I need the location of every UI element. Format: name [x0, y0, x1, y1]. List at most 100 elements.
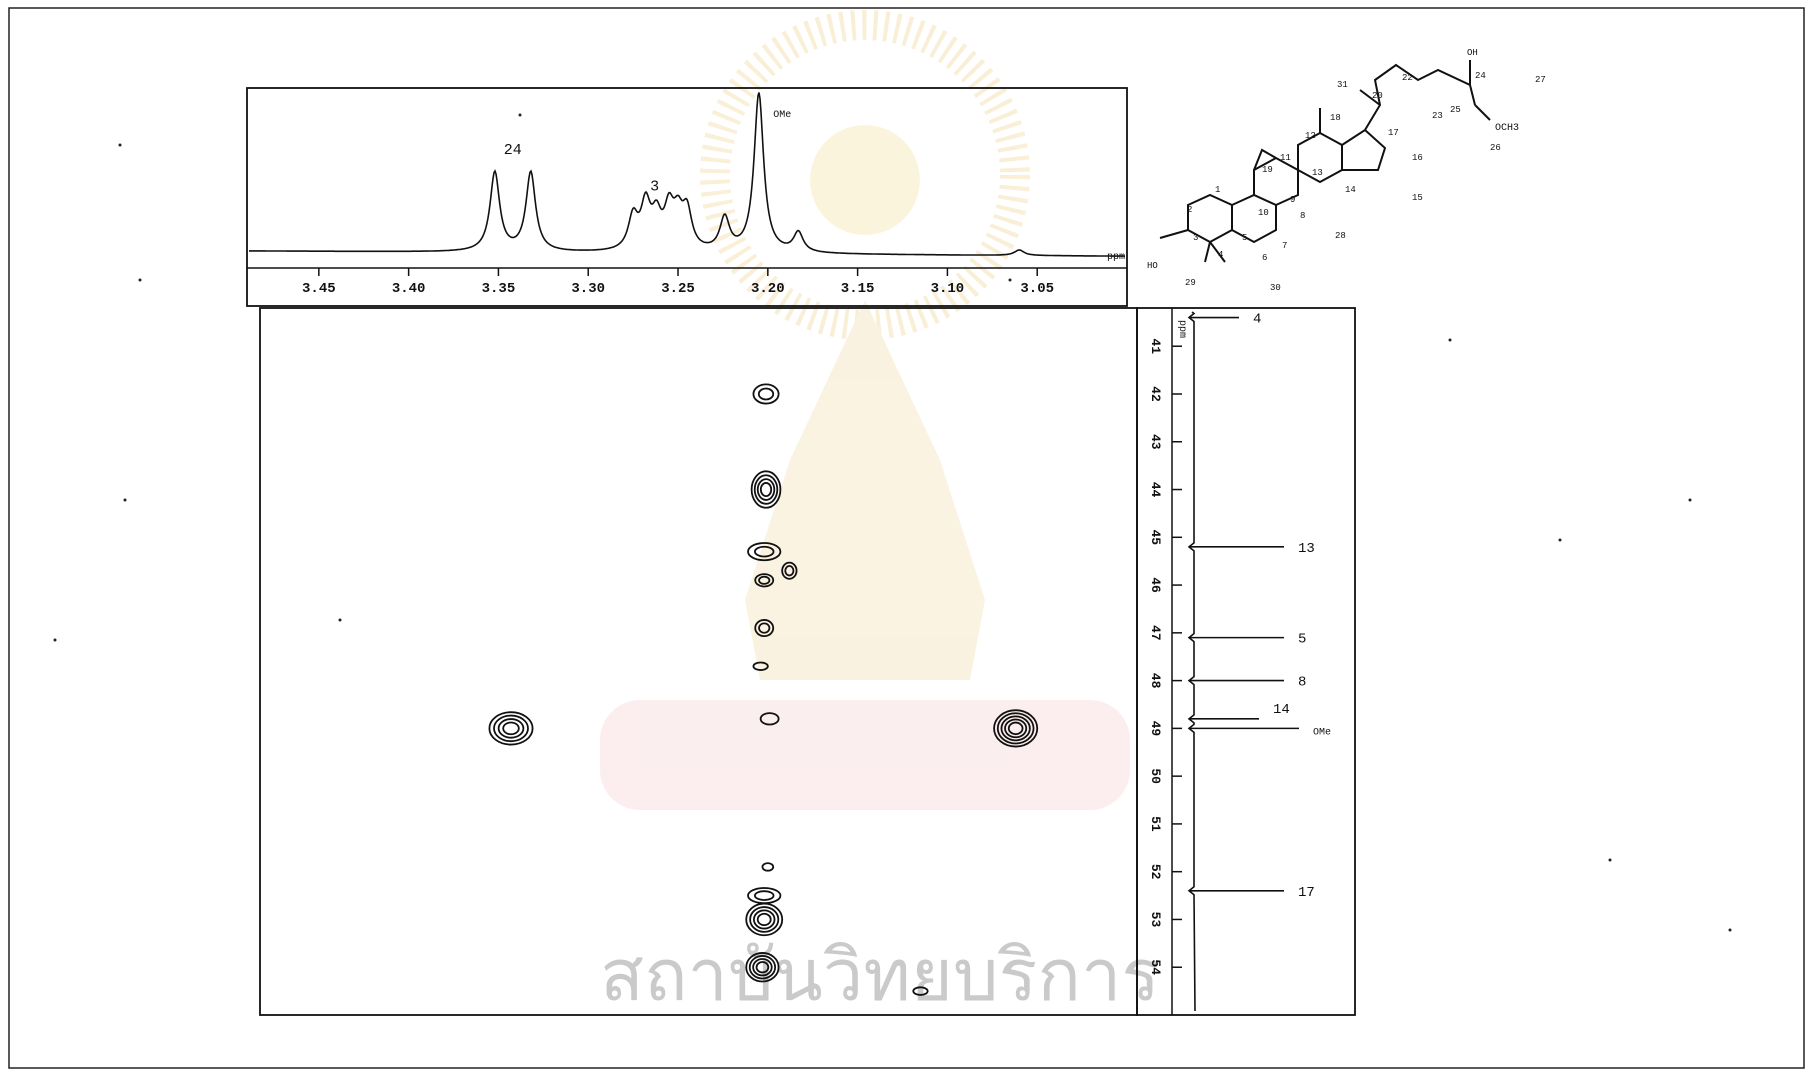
structure-atom-label: 7 [1282, 241, 1287, 251]
c13-peak-label: 17 [1298, 885, 1315, 901]
c13-tick-label: 51 [1148, 816, 1163, 832]
contour-ring [784, 565, 795, 577]
cross-peak [747, 887, 782, 905]
h1-peak-label: 24 [504, 142, 522, 159]
cross-peak [993, 709, 1039, 748]
structure-atom-label: 9 [1290, 195, 1295, 205]
contour-ring [493, 714, 529, 743]
structure-atom-label: 11 [1280, 153, 1291, 163]
structure-atom-label: OH [1467, 48, 1478, 58]
hsqc-2d-frame [259, 307, 1138, 1016]
cross-peak [750, 470, 782, 509]
h1-tick-label: 3.40 [392, 281, 426, 297]
structure-atom-label: 22 [1402, 73, 1413, 83]
c13-tick-label: 47 [1148, 625, 1163, 641]
contour-ring [1000, 715, 1031, 742]
contour-ring [745, 952, 780, 983]
c13-tick-label: 49 [1148, 721, 1163, 737]
c13-peak-label: 5 [1298, 632, 1306, 648]
h1-tick-label: 3.25 [661, 281, 695, 297]
contour-ring [502, 721, 520, 736]
structure-atom-label: 1 [1215, 185, 1220, 195]
cross-peak [745, 902, 784, 937]
c13-peak-label: 14 [1273, 702, 1290, 718]
structure-atom-label: 15 [1412, 193, 1423, 203]
cross-peak [754, 619, 775, 638]
contour-ring [752, 958, 773, 977]
contour-ring [756, 912, 772, 927]
structure-atom-label: 30 [1270, 283, 1281, 293]
h1-tick-label: 3.05 [1020, 281, 1054, 297]
contour-ring [754, 890, 775, 901]
c13-peak-label: OMe [1313, 727, 1331, 738]
c13-tick-label: 44 [1148, 482, 1163, 498]
contour-ring [912, 986, 929, 996]
c13-unit-label: ppm [1176, 320, 1187, 338]
structure-atom-label: 29 [1185, 278, 1196, 288]
structure-atom-label: 14 [1345, 185, 1356, 195]
h1-spectrum-frame [246, 87, 1128, 307]
cross-peak [912, 986, 929, 996]
contour-ring [759, 482, 773, 498]
cross-peak [759, 712, 780, 726]
structure-atom-label: 12 [1305, 131, 1316, 141]
c13-peak-label: 8 [1298, 675, 1306, 691]
h1-tick-label: 3.10 [931, 281, 965, 297]
contour-ring [758, 622, 771, 634]
cross-peak [754, 573, 775, 588]
structure-atom-label: HO [1147, 261, 1158, 271]
contour-ring [753, 474, 779, 505]
cross-peaks [488, 383, 1039, 996]
contour-ring [752, 661, 769, 671]
watermark-emblem [745, 300, 985, 680]
c13-tick-label: 46 [1148, 577, 1163, 593]
watermark-text: สถาบันวิทยบริการ [600, 940, 1160, 1022]
cross-peak [745, 952, 780, 983]
contour-ring [754, 573, 775, 588]
page-border [8, 7, 1805, 1069]
c13-spectrum-trace [1187, 311, 1196, 1012]
cross-peak [752, 383, 780, 405]
structure-atom-label: 13 [1312, 168, 1323, 178]
contour-ring [757, 387, 775, 401]
contour-ring [488, 711, 534, 746]
cross-peak [781, 561, 798, 580]
structure-atom-label: 26 [1490, 143, 1501, 153]
structure-atom-label: OCH3 [1495, 123, 1519, 134]
structure-atom-label: 17 [1388, 128, 1399, 138]
contour-ring [996, 712, 1035, 745]
h1-spectrum-trace [249, 92, 1126, 257]
structure-atom-label: 25 [1450, 105, 1461, 115]
structure-atom-label: 31 [1337, 80, 1348, 90]
structure-atom-label: 8 [1300, 211, 1305, 221]
h1-tick-label: 3.30 [571, 281, 605, 297]
c13-peak-label: 4 [1253, 312, 1261, 328]
contour-ring [748, 955, 777, 980]
c13-tick-label: 53 [1148, 912, 1163, 928]
cross-peak [747, 542, 782, 562]
c13-tick-label: 50 [1148, 768, 1163, 784]
contour-ring [752, 383, 780, 405]
watermark-ribbon [600, 700, 1130, 810]
contour-ring [781, 561, 798, 580]
structure-atom-label: 16 [1412, 153, 1423, 163]
h1-tick-label: 3.35 [482, 281, 516, 297]
cross-peak [761, 862, 775, 872]
structure-atom-label: 5 [1242, 233, 1247, 243]
structure-atom-label: 10 [1258, 208, 1269, 218]
c13-tick-label: 41 [1148, 338, 1163, 354]
c13-tick-label: 54 [1148, 959, 1163, 975]
contour-ring [745, 902, 784, 937]
c13-tick-label: 48 [1148, 673, 1163, 689]
h1-tick-label: 3.15 [841, 281, 875, 297]
structure-atom-label: 23 [1432, 111, 1443, 121]
watermark-sun [810, 125, 920, 235]
hsqc-2d-panel [259, 307, 1138, 1016]
